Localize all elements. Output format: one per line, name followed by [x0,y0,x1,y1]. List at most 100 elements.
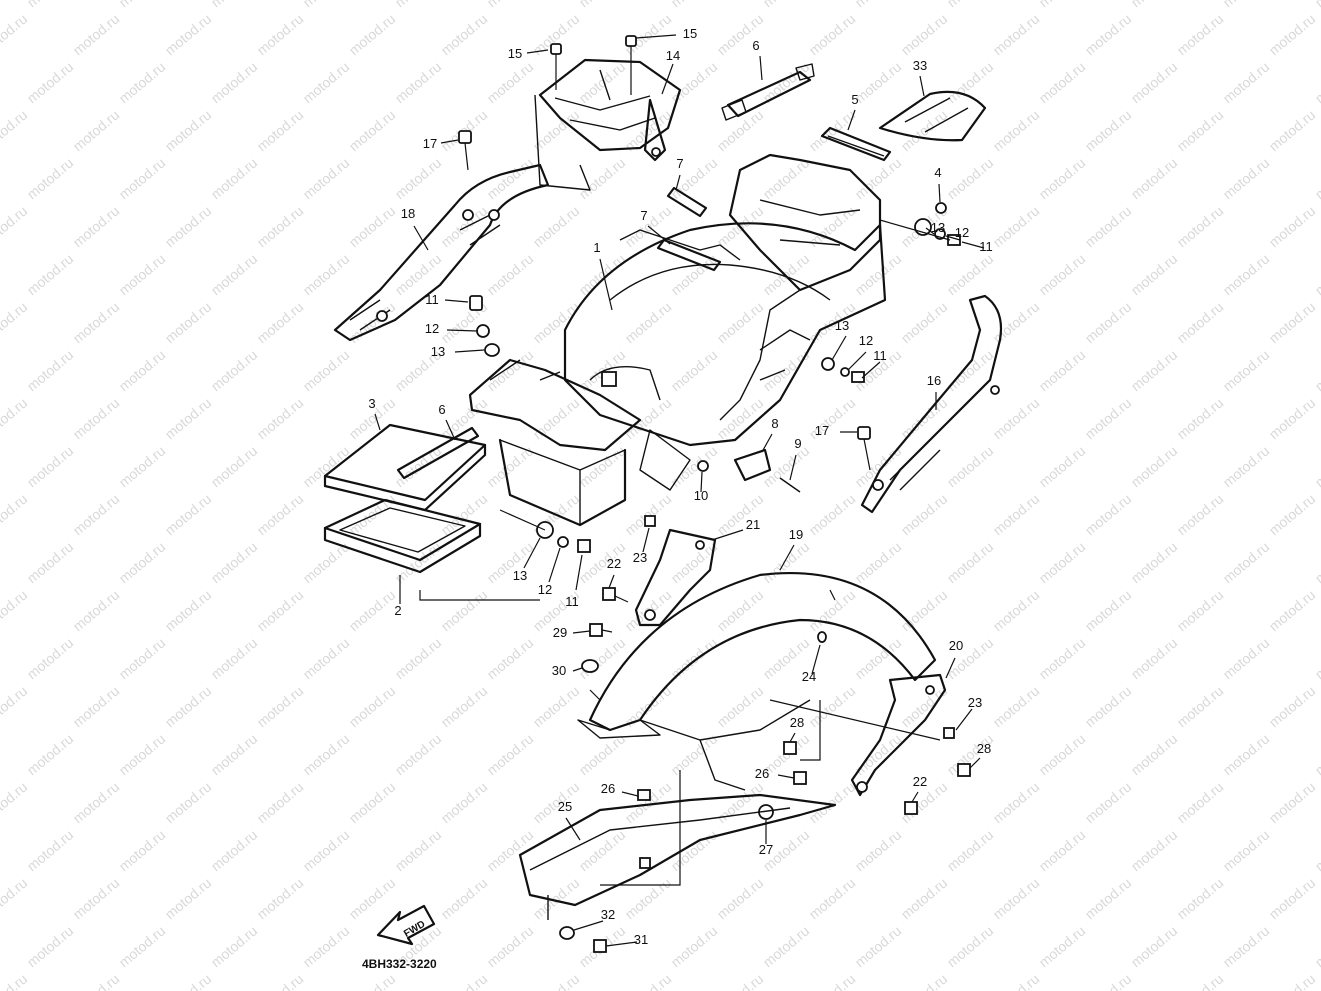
watermark-text: motod.ru [1220,59,1273,107]
watermark-text: motod.ru [1266,587,1319,635]
watermark-text: motod.ru [24,0,77,10]
watermark-text: motod.ru [530,203,583,251]
watermark-text: motod.ru [1312,59,1321,107]
diagram-code: 4BH332-3220 [362,957,437,971]
watermark-text: motod.ru [852,827,905,875]
watermark-text: motod.ru [70,683,123,731]
watermark-text: motod.ru [254,299,307,347]
watermark-text: motod.ru [852,59,905,107]
watermark-text: motod.ru [1266,971,1319,991]
callout-label: 7 [676,156,683,171]
watermark-text: motod.ru [1036,635,1089,683]
callout-label: 2 [394,603,401,618]
watermark-text: motod.ru [1128,827,1181,875]
callout-leader [565,817,581,841]
watermark-text: motod.ru [1174,971,1227,991]
part-bolt-17-right [857,426,871,471]
watermark-text: motod.ru [944,443,997,491]
watermark-text: motod.ru [898,11,951,59]
callout-label: 22 [607,556,621,571]
watermark-text: motod.ru [1128,155,1181,203]
watermark-text: motod.ru [392,155,445,203]
watermark-text: motod.ru [346,779,399,827]
watermark-text: motod.ru [70,395,123,443]
watermark-text: motod.ru [0,491,30,539]
watermark-text: motod.ru [1312,251,1321,299]
watermark-text: motod.ru [990,779,1043,827]
watermark-text: motod.ru [714,299,767,347]
part-bolt-22-left [602,587,629,603]
watermark-text: motod.ru [760,443,813,491]
callout-leader [445,419,456,441]
watermark-text: motod.ru [1174,107,1227,155]
watermark-text: motod.ru [300,923,353,971]
watermark-text: motod.ru [852,251,905,299]
callout-leader [444,299,469,303]
watermark-text: motod.ru [300,635,353,683]
watermark-text: motod.ru [622,299,675,347]
part-stay-left [634,515,717,627]
watermark-text: motod.ru [1312,443,1321,491]
callout-leader [945,235,961,241]
watermark-text: motod.ru [438,971,491,991]
watermark-text: motod.ru [0,875,30,923]
watermark-text: motod.ru [484,251,537,299]
callout-leader [861,361,881,379]
watermark-text: motod.ru [622,971,675,991]
watermark-text: motod.ru [1266,491,1319,539]
callout-label: 13 [835,318,849,333]
watermark-text: motod.ru [254,491,307,539]
part-hardware-lower-right [904,727,971,815]
watermark-text: motod.ru [944,923,997,971]
watermark-text: motod.ru [530,779,583,827]
part-seat-pad [878,90,987,142]
callout-leader [945,657,956,679]
watermark-text: motod.ru [714,875,767,923]
callout-label: 15 [683,26,697,41]
callout-label: 29 [553,625,567,640]
callout-leader [454,349,485,353]
callout-leader [548,547,561,583]
callout-label: 13 [431,344,445,359]
part-straps-center [656,186,722,272]
watermark-text: motod.ru [990,299,1043,347]
watermark-text: motod.ru [24,731,77,779]
watermark-text: motod.ru [1128,731,1181,779]
callout-label: 13 [931,220,945,235]
watermark-text: motod.ru [208,539,261,587]
watermark-text: motod.ru [806,875,859,923]
callout-leader [573,920,604,931]
callout-leader [572,630,591,634]
watermark-text: motod.ru [1312,0,1321,10]
callout-leader [642,527,650,553]
callout-label: 15 [508,46,522,61]
callout-label: 12 [955,225,969,240]
watermark-text: motod.ru [254,971,307,991]
watermark-text: motod.ru [254,875,307,923]
callout-leader [925,227,935,235]
callout-label: 28 [790,715,804,730]
watermark-text: motod.ru [898,491,951,539]
watermark-text: motod.ru [944,251,997,299]
watermark-text: motod.ru [0,971,30,991]
part-left-rail [333,163,550,342]
watermark-text: motod.ru [116,923,169,971]
callout-label: 6 [438,402,445,417]
callout-label: 12 [425,321,439,336]
watermark-text: motod.ru [990,395,1043,443]
watermark-text: motod.ru [714,779,767,827]
watermark-text: motod.ru [944,0,997,10]
callout-label: 21 [746,517,760,532]
watermark-text: motod.ru [1220,635,1273,683]
watermark-text: motod.ru [162,11,215,59]
watermark-text: motod.ru [1128,539,1181,587]
watermark-text: motod.ru [530,971,583,991]
watermark-text: motod.ru [1312,347,1321,395]
callout-leader [847,109,856,131]
watermark-text: motod.ru [116,347,169,395]
watermark-text: motod.ru [1082,299,1135,347]
callout-leader [779,544,795,571]
part-bolt-29-nut-30 [581,623,613,673]
callout-label: 10 [694,488,708,503]
watermark-text: motod.ru [254,587,307,635]
